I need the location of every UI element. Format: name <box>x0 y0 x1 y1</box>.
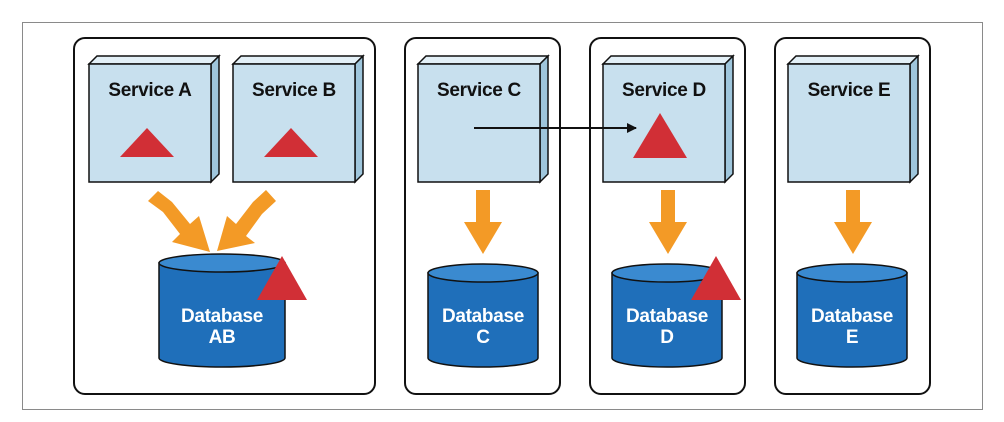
database-cylinder-top <box>427 263 539 283</box>
database-c-label-line2: C <box>476 327 490 348</box>
service-box-b: Service B <box>231 54 365 184</box>
service-a-label: Service A <box>108 80 192 101</box>
service-box-face <box>232 63 356 183</box>
warning-triangle-icon <box>257 256 307 300</box>
service-box-side <box>354 54 364 184</box>
database-e-label-line1: Database <box>811 306 893 327</box>
service-d-label: Service D <box>622 80 706 101</box>
service-box-e: Service E <box>786 54 920 184</box>
database-ab-label-line2: AB <box>209 327 236 348</box>
service-box-face <box>787 63 911 183</box>
service-box-a: Service A <box>87 54 221 184</box>
database-ab-label-line1: Database <box>181 306 263 327</box>
service-e-label: Service E <box>808 80 891 101</box>
database-cylinder-body <box>427 272 539 368</box>
service-box-side <box>210 54 220 184</box>
service-box-side <box>539 54 549 184</box>
warning-triangle-icon <box>264 128 318 157</box>
service-box-top <box>601 55 735 65</box>
database-c: Database C <box>427 263 539 368</box>
database-cylinder-top <box>796 263 908 283</box>
warning-triangle-icon <box>633 113 687 158</box>
database-ab: Database AB <box>158 253 307 368</box>
database-c-label-line1: Database <box>442 306 524 327</box>
service-box-side <box>724 54 734 184</box>
service-box-face <box>88 63 212 183</box>
service-box-top <box>231 55 365 65</box>
down-arrow-service-a-to-db-ab <box>148 191 210 252</box>
service-box-top <box>786 55 920 65</box>
database-e-label-line2: E <box>846 327 858 348</box>
warning-triangle-icon <box>691 256 741 300</box>
down-arrow-service-b-to-db-ab <box>217 190 276 251</box>
down-arrow-service-c-to-db-c <box>464 190 502 254</box>
service-box-face <box>417 63 541 183</box>
database-e: Database E <box>796 263 908 368</box>
service-box-side <box>909 54 919 184</box>
service-c-label: Service C <box>437 80 521 101</box>
database-d: Database D <box>611 256 741 368</box>
database-cylinder-body <box>158 262 286 368</box>
service-box-d: Service D <box>601 54 735 184</box>
service-box-c: Service C <box>416 54 550 184</box>
database-d-label-line2: D <box>660 327 673 348</box>
warning-triangle-icon <box>120 128 174 157</box>
service-box-top <box>87 55 221 65</box>
database-cylinder-top <box>158 253 286 273</box>
service-box-top <box>416 55 550 65</box>
down-arrow-service-e-to-db-e <box>834 190 872 254</box>
down-arrow-service-d-to-db-d <box>649 190 687 254</box>
database-d-label-line1: Database <box>626 306 708 327</box>
database-cylinder-body <box>796 272 908 368</box>
service-b-label: Service B <box>252 80 336 101</box>
